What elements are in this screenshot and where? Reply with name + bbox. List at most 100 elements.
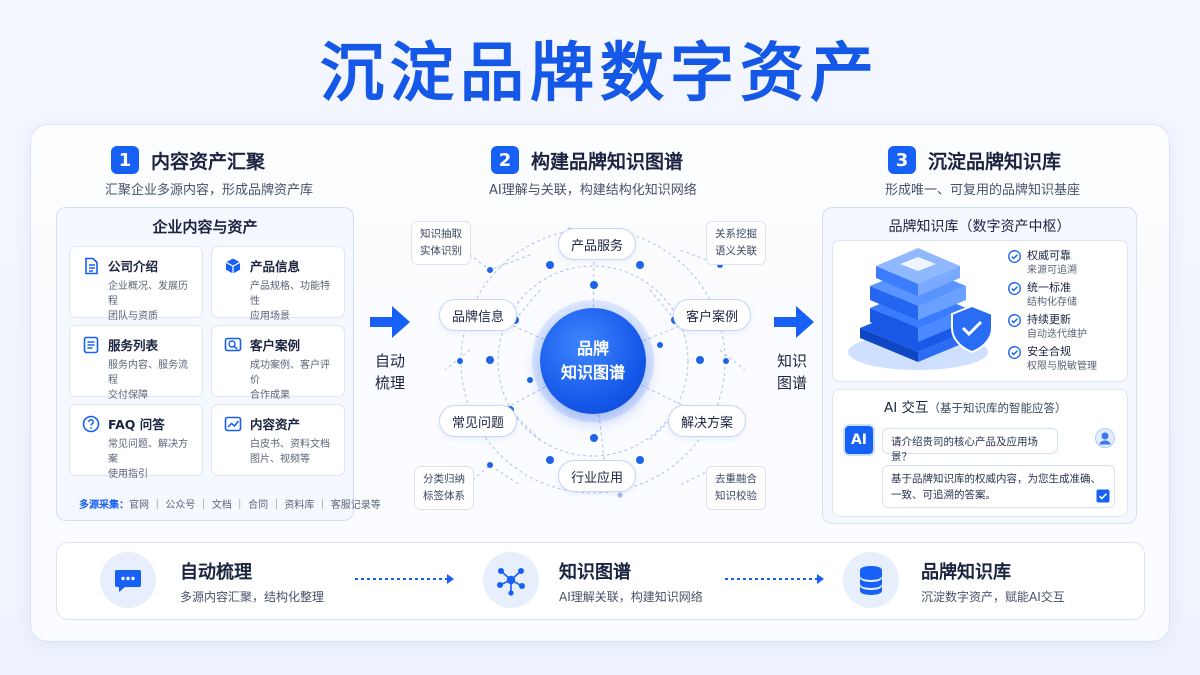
- check-item: 统一标准结构化存储: [1008, 280, 1077, 310]
- step-title: 知识图谱: [559, 562, 631, 583]
- check-title: 统一标准: [1027, 281, 1071, 294]
- section-subtitle: 形成唯一、可复用的品牌知识基座: [885, 183, 1081, 198]
- step-desc: 沉淀数字资产，赋能AI交互: [921, 590, 1065, 604]
- answer-text: 一致、可追溯的答案。: [891, 489, 996, 501]
- tile-desc: 应用场景: [250, 311, 290, 322]
- tile-faq: FAQ 问答 常见问题、解决方案使用指引: [69, 404, 203, 480]
- graph-node-faq: 常见问题: [439, 405, 517, 437]
- chart-icon: [224, 416, 242, 431]
- step-number-badge: 1: [111, 146, 139, 174]
- step-desc: 多源内容汇聚，结构化整理: [180, 590, 325, 604]
- step-title: 自动梳理: [180, 562, 252, 583]
- image-case-icon: [224, 337, 242, 351]
- check-circle-icon: [1008, 346, 1021, 359]
- corner-text: 标签体系: [423, 490, 465, 502]
- check-circle-icon: [1008, 250, 1021, 263]
- ai-answer-bubble: 基于品牌知识库的权威内容，为您生成准确、 一致、可追溯的答案。: [882, 465, 1115, 508]
- tile-desc: 使用指引: [108, 469, 148, 480]
- tile-desc: 合作成果: [250, 390, 290, 401]
- step-icon-wrap: [843, 552, 899, 608]
- tile-desc: 企业概况、发展历程: [108, 281, 188, 307]
- tile-desc: 产品规格、功能特性: [250, 281, 330, 307]
- content-tile-grid: 公司介绍 企业概况、发展历程团队与资质 产品信息 产品规格、功能特性应用场景 服…: [69, 246, 345, 480]
- corner-box-relation: 关系挖掘语义关联: [706, 221, 766, 265]
- graph-node-brand-info: 品牌信息: [439, 299, 517, 331]
- sources-label: 多源采集：: [79, 500, 129, 511]
- summary-strip: [56, 542, 1145, 620]
- flow-label-right: 知识 图谱: [774, 350, 810, 394]
- tile-company-intro: 公司介绍 企业概况、发展历程团队与资质: [69, 246, 203, 322]
- section-2-header: 2 构建品牌知识图谱: [491, 146, 683, 174]
- corner-box-classification: 分类归纳标签体系: [414, 466, 474, 510]
- hub-label: 品牌: [576, 339, 609, 358]
- tile-desc: 图片、视频等: [250, 454, 310, 465]
- tile-desc: 常见问题、解决方案: [108, 439, 188, 465]
- flow-label-left: 自动 梳理: [372, 350, 408, 394]
- graph-node-product-service: 产品服务: [558, 228, 636, 260]
- check-circle-icon: [1008, 282, 1021, 295]
- tile-desc: 服务内容、服务流程: [108, 360, 188, 386]
- tile-title: FAQ 问答: [108, 417, 165, 432]
- knowledge-graph-hub: 品牌 知识图谱: [540, 308, 646, 414]
- knowledge-graph-network: [444, 227, 751, 501]
- corner-box-extraction: 知识抽取实体识别: [411, 221, 471, 265]
- flow-label-line: 图谱: [776, 374, 807, 392]
- step-number-badge: 2: [491, 146, 519, 174]
- sources-line: 多源采集：官网 ｜ 公众号 ｜ 文档 ｜ 合同 ｜ 资料库 ｜ 客服记录等: [79, 496, 381, 511]
- check-title: 安全合规: [1027, 345, 1071, 358]
- corner-text: 去重融合: [715, 473, 757, 485]
- section-subtitle: AI理解与关联，构建结构化知识网络: [489, 183, 697, 198]
- graph-node-industry: 行业应用: [558, 460, 636, 492]
- tile-desc: 交付保障: [108, 390, 148, 401]
- database-icon: [860, 566, 882, 595]
- corner-text: 知识抽取: [420, 228, 462, 240]
- answer-text: 基于品牌知识库的权威内容，为您生成准确、: [891, 473, 1101, 485]
- flow-arrow-right-icon: [370, 306, 410, 338]
- user-avatar-icon: [1095, 428, 1115, 448]
- ai-avatar-badge: AI: [843, 424, 875, 456]
- tile-title: 服务列表: [108, 338, 159, 353]
- step-title: 品牌知识库: [921, 562, 1011, 583]
- tile-desc: 成功案例、客户评价: [250, 360, 330, 386]
- check-title: 持续更新: [1027, 313, 1071, 326]
- enterprise-content-panel: 企业内容与资产 公司介绍 企业概况、发展历程团队与资质 产品信息 产品规格、功能…: [56, 207, 381, 521]
- tile-product-info: 产品信息 产品规格、功能特性应用场景: [211, 246, 345, 322]
- list-icon: [83, 336, 99, 353]
- tile-title: 公司介绍: [108, 259, 159, 274]
- network-icon: [497, 568, 525, 596]
- flow-arrow-right-icon: [774, 306, 814, 338]
- check-circle-icon: [1008, 314, 1021, 327]
- graph-node-customer-cases: 客户案例: [673, 299, 751, 331]
- flow-label-line: 梳理: [374, 374, 405, 392]
- check-item: 持续更新自动迭代维护: [1008, 312, 1087, 342]
- check-item: 安全合规权限与脱敏管理: [1008, 344, 1097, 374]
- corner-text: 语义关联: [715, 245, 757, 257]
- flow-label-line: 知识: [776, 352, 807, 370]
- section-title: 沉淀品牌知识库: [928, 150, 1062, 173]
- ai-section-title: AI 交互（基于知识库的智能应答）: [884, 396, 1067, 416]
- checkbox-checked-icon: [1096, 489, 1110, 503]
- check-item: 权威可靠来源可追溯: [1008, 248, 1077, 278]
- database-server-icon: [848, 248, 993, 370]
- tile-title: 内容资产: [250, 417, 301, 432]
- step-icon-wrap: [483, 552, 539, 608]
- tile-content-assets: 内容资产 白皮书、资料文档图片、视频等: [211, 404, 345, 476]
- check-desc: 自动迭代维护: [1027, 329, 1087, 340]
- hub-label: 知识图谱: [560, 363, 625, 382]
- cube-icon: [225, 258, 241, 273]
- check-desc: 权限与脱敏管理: [1027, 361, 1097, 372]
- tile-desc: 团队与资质: [108, 311, 158, 322]
- section-title: 内容资产汇聚: [151, 150, 266, 173]
- dotted-arrow-icon: [725, 574, 824, 584]
- graph-node-solutions: 解决方案: [668, 405, 746, 437]
- corner-text: 分类归纳: [423, 473, 465, 485]
- panel-title: 企业内容与资产: [152, 218, 258, 236]
- step-number-badge: 3: [888, 146, 916, 174]
- tile-title: 产品信息: [250, 259, 301, 274]
- check-desc: 结构化存储: [1027, 297, 1077, 308]
- check-title: 权威可靠: [1027, 249, 1071, 262]
- tile-service-list: 服务列表 服务内容、服务流程交付保障: [69, 325, 203, 401]
- sources-text: 官网 ｜ 公众号 ｜ 文档 ｜ 合同 ｜ 资料库 ｜ 客服记录等: [129, 500, 381, 511]
- corner-box-dedup: 去重融合知识校验: [706, 466, 766, 510]
- flow-label-line: 自动: [374, 352, 405, 370]
